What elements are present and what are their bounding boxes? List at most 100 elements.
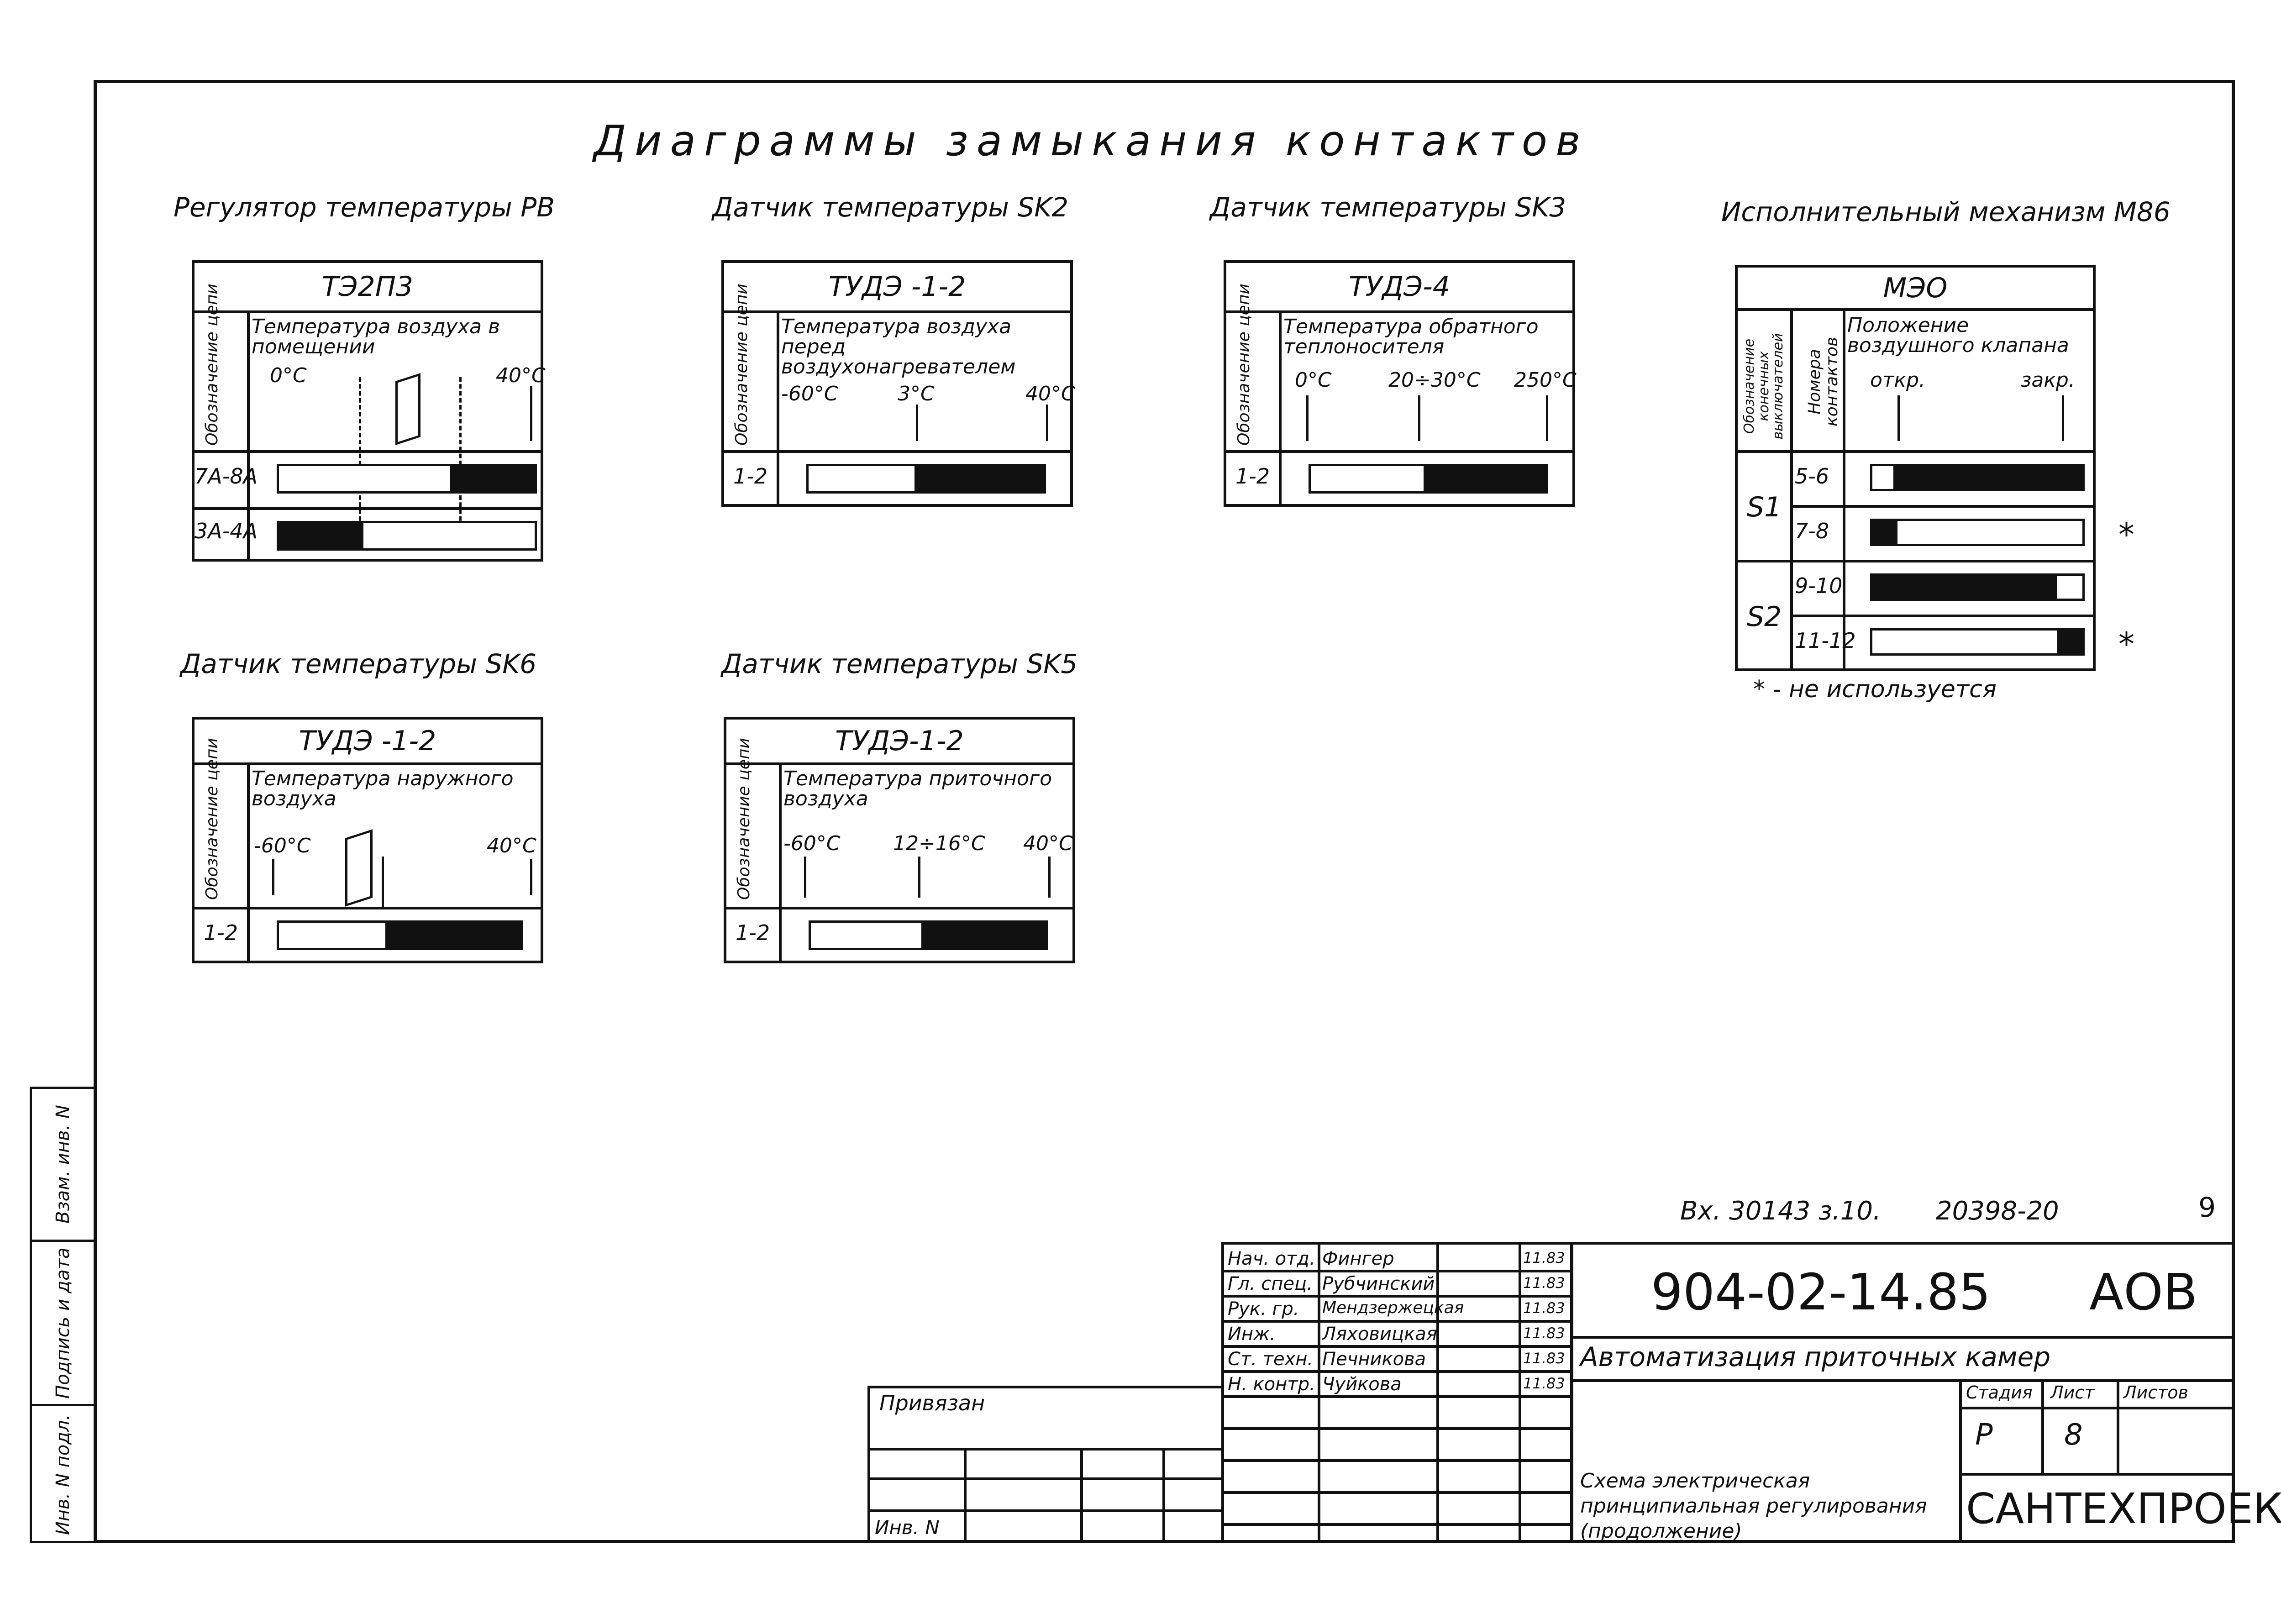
divider bbox=[194, 450, 541, 453]
linked-label: Привязан bbox=[879, 1391, 985, 1415]
organization: САНТЕХПРОЕКТ bbox=[1966, 1484, 2281, 1533]
t3-sk3: 250°С bbox=[1514, 368, 1577, 392]
binding-strip: Взам. инв. N Подпись и дата Инв. N подл. bbox=[30, 1087, 96, 1543]
circuit-col-label: Обозначение цепи bbox=[735, 738, 753, 900]
page-title: Диаграммы замыкания контактов bbox=[594, 116, 1589, 165]
param-sk5: Температура приточного воздуха bbox=[783, 767, 1052, 810]
tick bbox=[459, 377, 462, 528]
group-label: S2 bbox=[1747, 601, 1782, 633]
caption-sk6: Датчик температуры SK6 bbox=[180, 648, 537, 679]
divider bbox=[1573, 1379, 2235, 1382]
tick bbox=[1546, 395, 1548, 441]
person-name: Фингер bbox=[1322, 1248, 1394, 1269]
t2-sk6: 40°С bbox=[487, 834, 536, 857]
contact-closed-fill bbox=[279, 523, 363, 548]
hysteresis-mark bbox=[345, 829, 373, 907]
tick bbox=[359, 377, 361, 528]
circuit-col-label: Обозначение цепи bbox=[203, 284, 221, 446]
role: Гл. спец. bbox=[1228, 1273, 1313, 1294]
contact-closed-fill bbox=[385, 923, 521, 948]
device-sk6: ТУДЭ -1-2 bbox=[194, 720, 541, 765]
role: Рук. гр. bbox=[1228, 1298, 1299, 1319]
divider bbox=[1080, 1448, 1083, 1543]
divider bbox=[1224, 1523, 1570, 1526]
sign-date: 11.83 bbox=[1523, 1324, 1565, 1342]
contact-closed-fill bbox=[1872, 576, 2057, 599]
divider bbox=[1224, 1491, 1570, 1494]
sign-date: 11.83 bbox=[1523, 1299, 1565, 1317]
divider bbox=[1790, 615, 2093, 617]
contact-closed-fill bbox=[2057, 631, 2082, 653]
contact-bar bbox=[809, 920, 1048, 950]
hysteresis-mark bbox=[395, 373, 420, 445]
row-label: 9-10 bbox=[1795, 573, 1843, 598]
contact-bar bbox=[1870, 628, 2085, 656]
divider bbox=[779, 765, 782, 961]
note-unused: * - не используется bbox=[1753, 676, 1997, 703]
contact-bar bbox=[277, 920, 523, 950]
tick bbox=[272, 859, 274, 895]
strip-cell-replace: Взам. инв. N bbox=[32, 1089, 94, 1242]
row-label: 1-2 bbox=[204, 920, 238, 945]
contact-bar bbox=[1309, 464, 1548, 494]
caption-sk5: Датчик температуры SK5 bbox=[721, 648, 1078, 679]
contact-closed-fill bbox=[1872, 521, 1898, 544]
divider bbox=[1224, 1395, 1570, 1398]
strip-cell-inv: Инв. N подл. bbox=[32, 1406, 94, 1543]
role: Н. контр. bbox=[1228, 1374, 1315, 1395]
param-sk6: Температура наружного воздуха bbox=[252, 767, 514, 810]
person-name: Чуйкова bbox=[1322, 1374, 1402, 1395]
divider bbox=[964, 1448, 967, 1543]
tick bbox=[382, 857, 384, 907]
tick bbox=[918, 857, 920, 898]
sign-date: 11.83 bbox=[1523, 1274, 1565, 1292]
tick bbox=[1046, 405, 1048, 441]
divider bbox=[1224, 1370, 1570, 1373]
role: Инж. bbox=[1228, 1324, 1276, 1345]
signatures-table: Нач. отд. Фингер 11.83 Гл. спец. Рубчинс… bbox=[1221, 1242, 1573, 1543]
circuit-col-label: Обозначение цепи bbox=[732, 284, 751, 446]
person-name: Ляховицкая bbox=[1322, 1324, 1437, 1345]
t1-pb: 0°С bbox=[270, 364, 307, 387]
divider bbox=[2117, 1379, 2119, 1473]
divider bbox=[247, 313, 250, 559]
device-sk2: ТУДЭ -1-2 bbox=[724, 263, 1070, 313]
contact-bar bbox=[277, 464, 537, 494]
tick bbox=[1048, 857, 1051, 898]
contact-closed-fill bbox=[1893, 466, 2082, 489]
contact-closed-fill bbox=[1424, 466, 1546, 491]
strip-inv-label: Инв. N подл. bbox=[52, 1414, 74, 1535]
divider bbox=[1959, 1473, 2235, 1476]
sheets-header: Листов bbox=[2123, 1382, 2188, 1403]
divider bbox=[1843, 311, 1845, 668]
divider bbox=[1224, 1320, 1570, 1323]
open-label: откр. bbox=[1870, 368, 1926, 392]
divider bbox=[194, 507, 541, 510]
sign-date: 11.83 bbox=[1523, 1375, 1565, 1392]
sheet-header: Лист bbox=[2050, 1382, 2095, 1403]
person-name: Рубчинский bbox=[1322, 1273, 1435, 1294]
strip-replace-label: Взам. инв. N bbox=[52, 1105, 74, 1224]
t2-sk5: 12÷16°С bbox=[893, 832, 985, 855]
row-label: 5-6 bbox=[1795, 464, 1829, 489]
group-label: S1 bbox=[1747, 491, 1782, 523]
divider bbox=[1226, 450, 1572, 453]
divider bbox=[870, 1477, 1224, 1480]
device-sk3: ТУДЭ-4 bbox=[1226, 263, 1572, 313]
t1-sk6: -60°С bbox=[254, 834, 311, 857]
caption-m86: Исполнительный механизм М86 bbox=[1721, 196, 2171, 227]
switch-col-label: Обозначение конечных выключателей bbox=[1741, 333, 1786, 440]
row-label: 7А-8А bbox=[194, 464, 258, 489]
contact-closed-fill bbox=[921, 923, 1046, 948]
divider bbox=[1959, 1407, 2235, 1409]
strip-sign-label: Подпись и дата bbox=[52, 1247, 74, 1399]
circuit-col-label: Обозначение цепи bbox=[1235, 284, 1253, 446]
row-label: 1-2 bbox=[1235, 464, 1270, 489]
close-label: закр. bbox=[2021, 368, 2075, 392]
role: Нач. отд. bbox=[1228, 1248, 1315, 1269]
param-m86: Положение воздушного клапана bbox=[1847, 314, 2069, 357]
diagram-sk3: ТУДЭ-4 Обозначение цепи Температура обра… bbox=[1224, 260, 1577, 507]
device-pb: ТЭ2П3 bbox=[194, 263, 541, 313]
unused-mark: * bbox=[2118, 516, 2134, 553]
divider bbox=[1573, 1336, 2235, 1339]
